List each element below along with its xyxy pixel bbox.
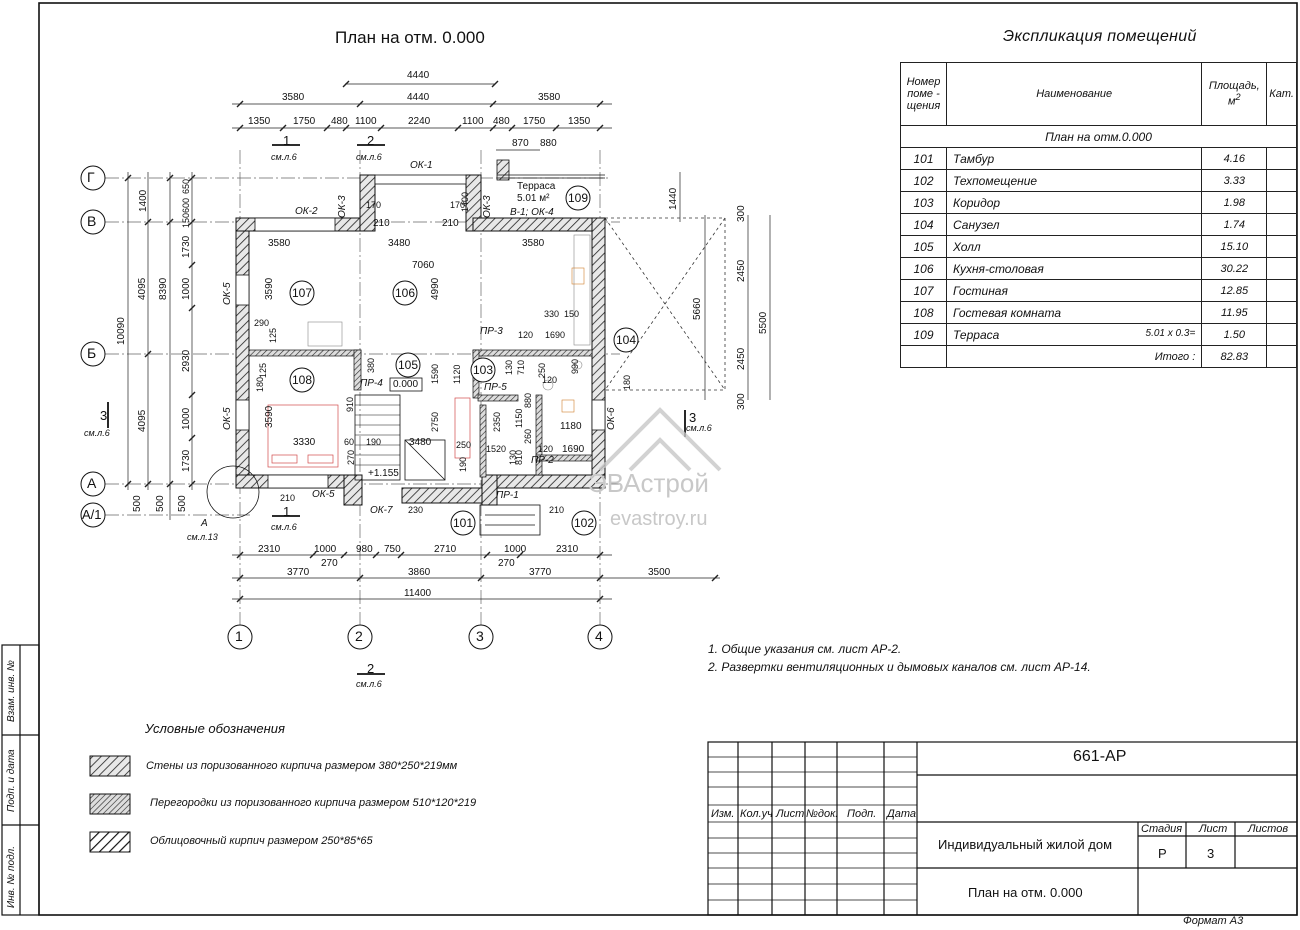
dim-lines-left [124, 172, 196, 520]
dim-lines-right [679, 172, 771, 400]
dim-lines-bottom [232, 551, 720, 603]
dim-lines-top [232, 80, 612, 151]
side-stamp [1, 644, 40, 916]
interior-partitions [248, 349, 593, 478]
level-mark-box [389, 377, 423, 392]
terrace-elements [354, 159, 605, 536]
furniture [267, 397, 471, 468]
terrace-canopy [604, 217, 726, 391]
node-circle [206, 465, 260, 519]
window-openings [235, 174, 606, 489]
title-block-grid [707, 741, 1298, 916]
watermark-logo [598, 407, 722, 472]
axis-bubbles [80, 165, 613, 650]
legend-swatches [89, 755, 131, 853]
kitchen-elements [307, 234, 591, 413]
sheet-frame [38, 2, 1298, 916]
floor-plan [80, 80, 771, 675]
room-tag-circles [289, 185, 639, 536]
